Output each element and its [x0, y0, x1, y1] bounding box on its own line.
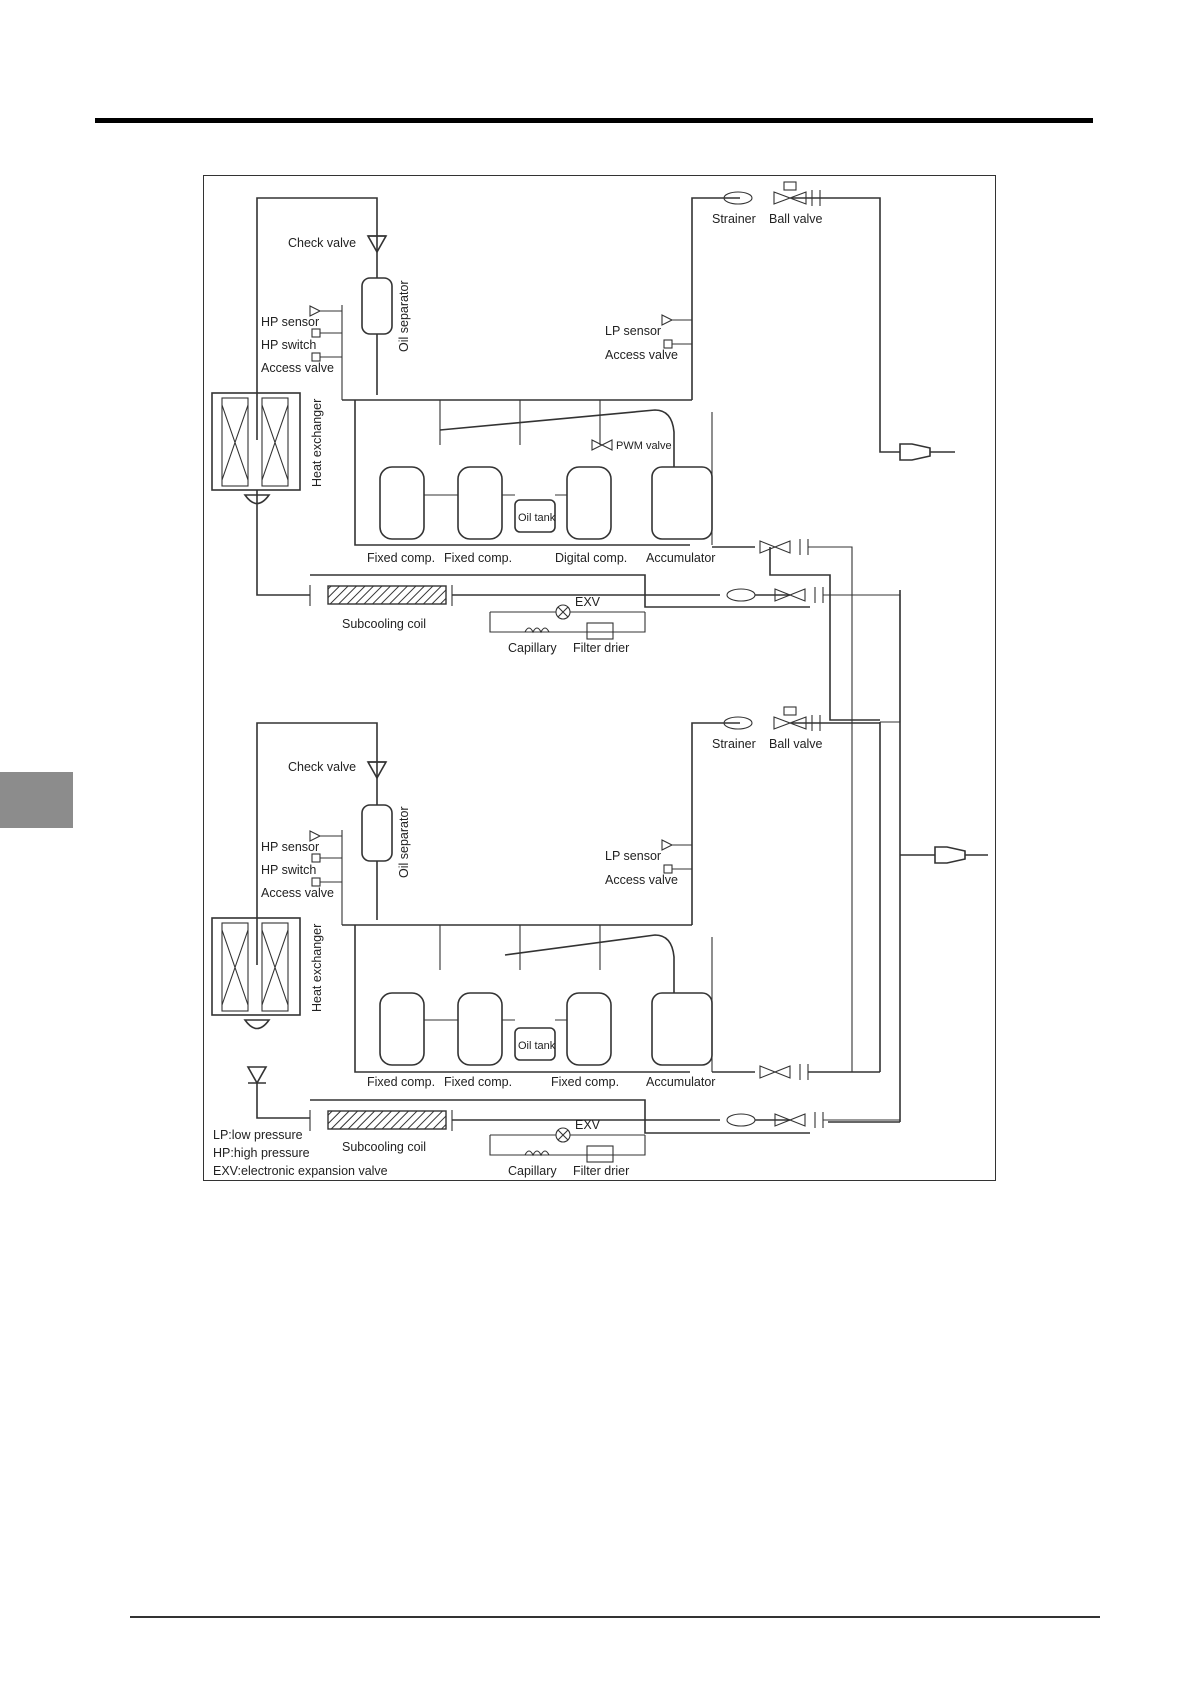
label-comp-2: Fixed comp.: [444, 551, 512, 565]
check-valve-icon: [366, 761, 388, 780]
label-filter-drier: Filter drier: [573, 1164, 629, 1178]
check-valve-icon: [366, 235, 388, 254]
label-oil-tank: Oil tank: [518, 512, 556, 524]
label-access-valve-hp: Access valve: [261, 361, 334, 375]
fixed-compressor-icon: [379, 466, 425, 540]
hp-switch-icon: [311, 853, 321, 863]
label-subcooling-coil: Subcooling coil: [342, 1140, 426, 1154]
label-heat-exchanger: Heat exchanger: [310, 924, 324, 1012]
capillary-icon: [524, 1150, 550, 1157]
label-accumulator: Accumulator: [646, 551, 715, 565]
filter-drier-icon: [586, 1145, 614, 1163]
lp-sensor-icon: [661, 839, 674, 851]
legend-exv: EXV:electronic expansion valve: [213, 1164, 388, 1178]
strainer-icon: [723, 191, 753, 205]
label-lp-sensor: LP sensor: [605, 324, 661, 338]
label-oil-separator: Oil separator: [397, 806, 411, 878]
label-strainer: Strainer: [712, 212, 756, 226]
outdoor-unit-1: [211, 181, 955, 1072]
oil-tank-icon: [514, 1027, 556, 1061]
ball-valve-icon: [774, 1113, 806, 1127]
subcooling-coil-icon: [327, 1110, 447, 1130]
label-check-valve: Check valve: [288, 236, 356, 250]
outlet-connector-icon: [899, 443, 955, 461]
strainer-icon: [723, 716, 753, 730]
ball-valve-icon: [759, 540, 791, 554]
capillary-icon: [524, 627, 550, 634]
outdoor-unit-2: [211, 590, 988, 1163]
hp-sensor-icon: [309, 830, 322, 842]
label-accumulator: Accumulator: [646, 1075, 715, 1089]
oil-separator-icon: [361, 277, 393, 335]
label-capillary: Capillary: [508, 1164, 557, 1178]
label-pwm-valve: PWM valve: [616, 440, 672, 452]
label-heat-exchanger: Heat exchanger: [310, 399, 324, 487]
oil-tank-icon: [514, 499, 556, 533]
diagram-frame: [203, 175, 996, 1181]
digital-compressor-icon: [566, 466, 612, 540]
bottom-rule: [130, 1616, 1100, 1618]
oil-separator-icon: [361, 804, 393, 862]
ball-valve-icon: [773, 706, 807, 730]
access-valve-icon: [663, 339, 673, 349]
heat-exchanger-icon: [211, 917, 301, 1030]
fixed-compressor-icon: [566, 992, 612, 1066]
label-access-valve-lp: Access valve: [605, 873, 678, 887]
fixed-compressor-icon: [457, 466, 503, 540]
outlet-connector-icon: [934, 846, 988, 864]
exv-icon: [555, 1127, 571, 1143]
label-oil-separator: Oil separator: [397, 280, 411, 352]
label-check-valve: Check valve: [288, 760, 356, 774]
label-subcooling-coil: Subcooling coil: [342, 617, 426, 631]
fixed-compressor-icon: [457, 992, 503, 1066]
access-valve-icon: [663, 864, 673, 874]
label-comp-3: Fixed comp.: [551, 1075, 619, 1089]
top-rule: [95, 118, 1093, 123]
label-comp-1: Fixed comp.: [367, 1075, 435, 1089]
label-strainer: Strainer: [712, 737, 756, 751]
access-valve-icon: [311, 352, 321, 362]
label-exv: EXV: [575, 1118, 601, 1132]
subcooling-coil-icon: [327, 585, 447, 605]
chapter-side-tab: [0, 772, 73, 828]
check-valve-icon: [246, 1066, 268, 1085]
label-hp-sensor: HP sensor: [261, 840, 319, 854]
label-comp-2: Fixed comp.: [444, 1075, 512, 1089]
label-ball-valve: Ball valve: [769, 212, 823, 226]
hp-switch-icon: [311, 328, 321, 338]
ball-valve-icon: [774, 588, 806, 602]
label-filter-drier: Filter drier: [573, 641, 629, 655]
label-ball-valve: Ball valve: [769, 737, 823, 751]
ball-valve-icon: [759, 1065, 791, 1079]
heat-exchanger-icon: [211, 392, 301, 505]
label-hp-sensor: HP sensor: [261, 315, 319, 329]
label-exv: EXV: [575, 595, 601, 609]
strainer-icon: [726, 588, 756, 602]
label-access-valve-hp: Access valve: [261, 886, 334, 900]
label-capillary: Capillary: [508, 641, 557, 655]
ball-valve-icon: [773, 181, 807, 205]
label-access-valve-lp: Access valve: [605, 348, 678, 362]
access-valve-icon: [311, 877, 321, 887]
label-comp-1: Fixed comp.: [367, 551, 435, 565]
lp-sensor-icon: [661, 314, 674, 326]
label-comp-3: Digital comp.: [555, 551, 627, 565]
strainer-icon: [726, 1113, 756, 1127]
filter-drier-icon: [586, 622, 614, 640]
legend-lp: LP:low pressure: [213, 1128, 303, 1142]
exv-icon: [555, 604, 571, 620]
fixed-compressor-icon: [379, 992, 425, 1066]
label-lp-sensor: LP sensor: [605, 849, 661, 863]
legend-hp: HP:high pressure: [213, 1146, 310, 1160]
label-hp-switch: HP switch: [261, 338, 316, 352]
accumulator-icon: [651, 992, 713, 1066]
hp-sensor-icon: [309, 305, 322, 317]
accumulator-icon: [651, 466, 713, 540]
label-hp-switch: HP switch: [261, 863, 316, 877]
pwm-valve-icon: [591, 439, 613, 451]
label-oil-tank: Oil tank: [518, 1040, 556, 1052]
